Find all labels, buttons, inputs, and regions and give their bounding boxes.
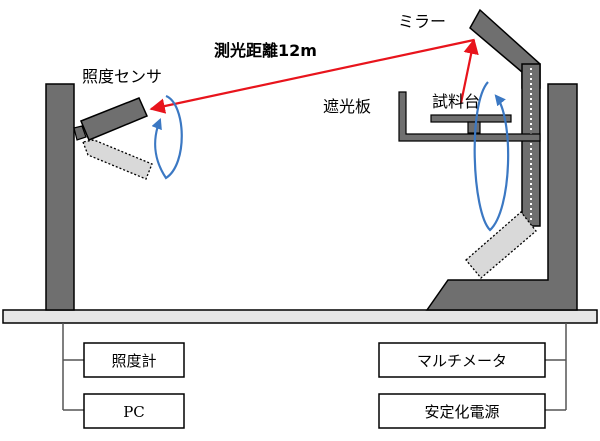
- right-stand: [425, 83, 578, 311]
- light-ray-to-sensor: [149, 38, 475, 114]
- sensor-rotation-arrow: [151, 94, 183, 180]
- arm-rotation-arrow: [473, 81, 510, 232]
- left-connection-lines: [62, 323, 84, 411]
- sensor-mount: [73, 125, 87, 141]
- rotated-sensor-dashed: [82, 139, 153, 180]
- rotated-arm-dashed: [465, 211, 537, 279]
- pc-label: PC: [123, 403, 145, 421]
- stabilized-power-box: 安定化電源: [378, 393, 546, 429]
- shield-plate: [398, 91, 541, 142]
- shield-plate-label: 遮光板: [323, 97, 371, 116]
- left-pillar: [45, 83, 75, 311]
- sample-stage-post: [467, 121, 481, 134]
- multimeter-label: マルチメータ: [417, 352, 507, 370]
- illuminometer-label: 照度計: [111, 352, 156, 370]
- light-ray-to-mirror: [459, 38, 479, 104]
- mirror-label: ミラー: [398, 12, 446, 31]
- multimeter-box: マルチメータ: [378, 342, 546, 378]
- sample-stage-top: [430, 114, 512, 123]
- right-connection-lines: [545, 323, 567, 411]
- illuminance-sensor: [80, 97, 148, 141]
- illuminance-sensor-label: 照度センサ: [82, 67, 162, 86]
- stabilized-power-label: 安定化電源: [424, 403, 499, 421]
- sample-stage-label: 試料台: [432, 92, 480, 111]
- base-plate: [2, 309, 598, 324]
- pc-box: PC: [83, 393, 185, 429]
- distance-label: 測光距離12m: [214, 41, 317, 60]
- illuminometer-box: 照度計: [83, 342, 185, 378]
